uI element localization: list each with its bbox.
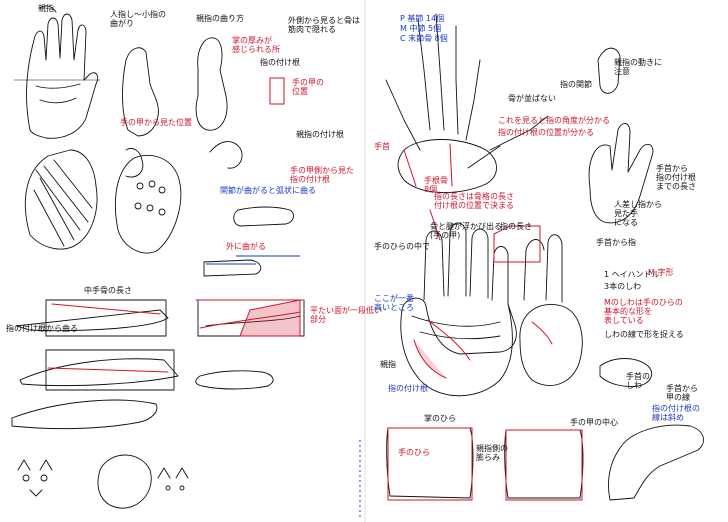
note-top-box-note: 指の長さ [500,222,532,231]
note-top-left-label: 親指 [38,4,54,13]
note-right-palm-4: しわの線で形を捉える [604,330,684,339]
note-blue-bottom-bone: 指の長さは骨格の長さ 付け根の位置で決まる [434,192,514,210]
note-bone-red-2: 指の付け根の位置が分かる [498,128,594,137]
skeleton-hand-sketch [385,13,549,193]
note-bottom-heading: 掌のひら [424,414,456,423]
hand-side-sketch [24,149,98,250]
note-wrist-bottom: 手首の しわ [626,372,650,390]
finger-length-boxes [11,299,305,430]
bent-fingers-sketch [195,206,294,390]
hand-index-sketch [122,47,159,178]
note-thumb-region: 親指 [380,360,396,369]
note-bottom-box-2: 親指側の 膨らみ [476,444,508,462]
note-small: 指の付け根 [260,58,300,67]
note-palm-red-bottom: 指の付け根 [388,384,428,393]
note-palm-joint: 掌の厚みが 感じられる所 [232,36,280,54]
hand-open-right-sketch [588,47,654,224]
note-hand-right-note: 手首から 指の付け根 までの長さ [656,164,696,191]
palm-right-sketch [519,234,652,387]
note-carpal-red: 手根骨 8個 [424,176,448,194]
hand-bottom-right-sketch [608,424,704,501]
note-ruler-label: 中手骨の長さ [84,286,132,295]
note-bone-label: 指の関節 [560,80,592,89]
note-red-section: 手の甲から見た位置 [120,118,192,127]
note-right-bone-note: 親指の動きに 注意 [614,58,662,76]
note-side-thumb: 人差し指から 見た手 になる [614,200,662,227]
note-hand-right-caption: 手首から 甲の線 [666,384,698,402]
hand-front-sketch [13,5,101,139]
note-side-view: 指の付け根から曲る [6,324,78,333]
note-thumb-root: 親指の付け根 [296,130,344,139]
note-legend-p: P 基節 14個 [400,14,445,23]
note-right-red: 平たい面が一段低い 部分 [310,306,382,324]
cat-sketches [17,454,189,509]
note-legend-m: M 中節 5個 [400,24,442,33]
bottom-palm-boxes [386,427,584,499]
note-right-palm-1: 1 ヘイハンドル [604,270,660,279]
note-bone-red-1: これを見ると指の角度が分かる [498,116,610,125]
note-m-shape: M 字形 [648,268,674,277]
thumb-sketch [195,37,243,169]
note-right-palm-3: Mのしわは手のひらの 基本的な形を 表している [604,298,683,325]
note-bone-footer: 骨と腱が浮かび出る (手の甲) [430,222,502,240]
note-palm-red-left: ここが一番 高いところ [374,294,414,312]
note-mound-note: 手首から指 [596,238,636,247]
note-index-to-little: 人指し〜小指の 曲がり [110,10,166,28]
note-curve-note: 関節が曲がると弧状に曲る [220,186,316,195]
note-bottom-box-1: 手のひら [398,448,430,457]
note-palm-heading: 手のひらの中で [374,242,430,251]
note-thumb-red-1: 手の甲の 位置 [292,78,324,96]
note-bone-center: 骨が並ばない [508,94,556,103]
hand-knuckle-sketch [114,155,182,254]
note-bend-outward: 外に曲がる [226,242,266,251]
note-legend-c: C 末節骨 8個 [400,34,448,43]
note-blue-note-top: 外側から見ると骨は 筋肉で隠れる [288,16,360,34]
note-bottom-right-head: 手の甲の中心 [570,418,618,427]
palm-sketch [400,222,517,397]
note-right-palm-2: 3本のしわ [604,282,642,291]
note-red-right-note: 指の付け根の 線は斜め [652,404,700,422]
note-thumb-red-2: 手の甲側から見た 指の付け根 [290,166,354,184]
note-wrist-red: 手首 [374,142,390,151]
note-thumb-bend: 親指の曲り方 [196,14,244,23]
